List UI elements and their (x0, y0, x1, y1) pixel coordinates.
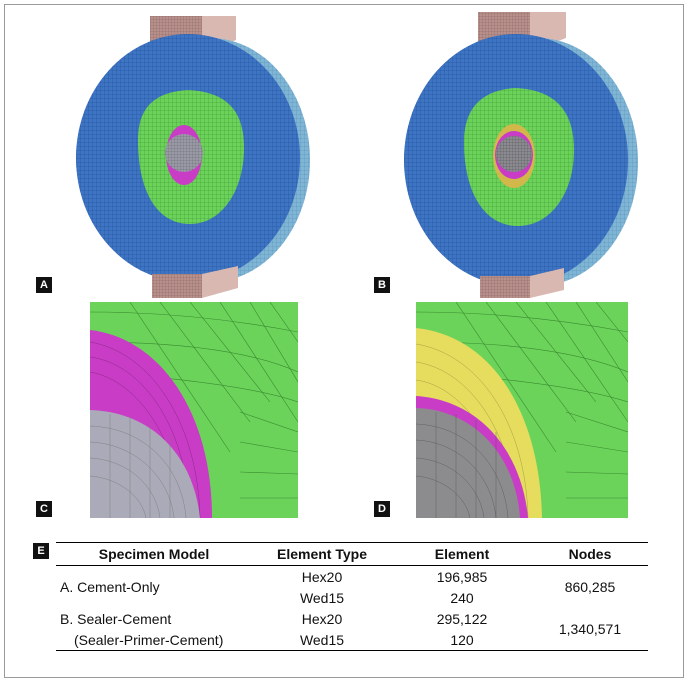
zoom-panel-c (90, 302, 298, 518)
panel-label-d: D (373, 500, 391, 518)
table-header-row: Specimen Model Element Type Element Node… (56, 542, 648, 566)
panel-label-e: E (32, 542, 50, 560)
nodes-cell: 1,340,571 (558, 621, 622, 637)
header-element: Element (392, 542, 532, 566)
model-cell: A. Cement-Only (60, 579, 160, 595)
panel-label-c: C (35, 500, 53, 518)
element-type-cell: Hex20 (301, 568, 343, 585)
mesh-table: Specimen Model Element Type Element Node… (56, 542, 648, 651)
zoom-panel-d (416, 302, 628, 518)
bottom-clamp (152, 266, 238, 298)
table-row: A. Cement-Only Hex20 196,985 860,285 (56, 566, 648, 596)
nodes-cell: 860,285 (564, 579, 616, 595)
panel-label-a: A (35, 276, 53, 294)
model-cell: B. Sealer-Cement (60, 610, 172, 627)
element-count-cell: 295,122 (436, 610, 488, 627)
element-count-cell: 120 (450, 631, 474, 648)
element-count-cell: 240 (450, 589, 474, 606)
header-element-type: Element Type (252, 542, 392, 566)
mesh-panel-a (76, 16, 310, 298)
header-nodes: Nodes (532, 542, 648, 566)
mesh-panel-b (404, 12, 638, 298)
element-type-cell: Hex20 (301, 610, 343, 627)
panel-label-b: B (373, 276, 391, 294)
core-zone (90, 410, 200, 518)
element-type-cell: Wed15 (299, 631, 345, 648)
core-zone (416, 408, 520, 518)
element-type-cell: Wed15 (299, 589, 345, 606)
bottom-clamp (480, 268, 564, 298)
model-sub-cell: (Sealer-Primer-Cement) (74, 631, 224, 648)
element-count-cell: 196,985 (436, 568, 488, 585)
table-row: B. Sealer-Cement Hex20 295,122 1,340,571 (56, 608, 648, 638)
table-row: (Sealer-Primer-Cement) Wed15 120 (56, 629, 648, 651)
header-specimen-model: Specimen Model (56, 542, 252, 566)
table-row: Wed15 240 (56, 587, 648, 608)
